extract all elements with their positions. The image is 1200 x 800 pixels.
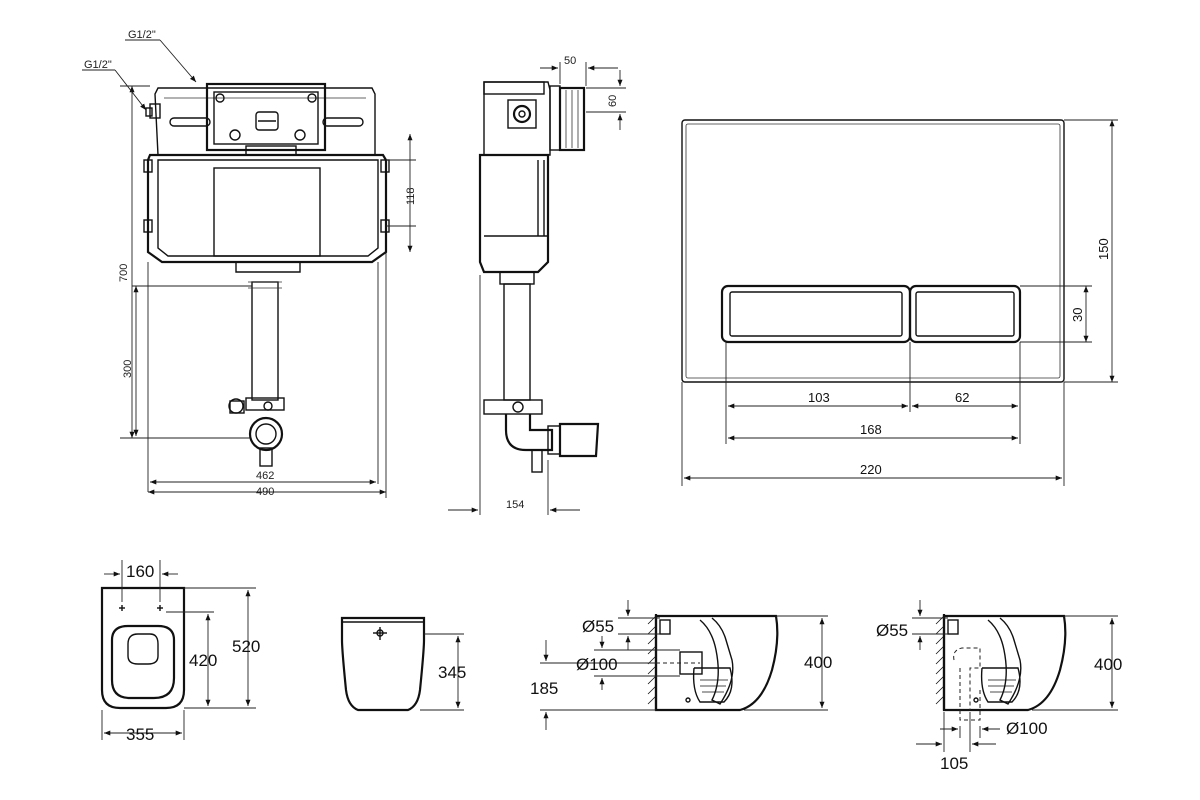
dim-a-outlet-dia: Ø100	[576, 655, 618, 674]
dim-outlet-height: 300	[122, 360, 134, 378]
dim-cistern-depth: 154	[506, 499, 524, 511]
dim-cistern-inner-width: 462	[256, 470, 274, 482]
dim-b-inlet-dia: Ø55	[876, 621, 908, 640]
cistern-front-view	[82, 39, 416, 498]
dim-toilet-length: 520	[232, 637, 260, 656]
dim-a-height: 400	[804, 653, 832, 672]
cistern-side-view	[448, 62, 626, 515]
dim-button-left: 103	[808, 390, 830, 405]
toilet-side-view-a	[540, 600, 828, 730]
dim-side-top-width: 50	[564, 55, 576, 67]
dim-side-top-height: 60	[607, 95, 619, 107]
dim-a-inlet-dia: Ø55	[582, 617, 614, 636]
flush-plate-view	[681, 119, 1118, 486]
dim-toilet-width: 355	[126, 725, 154, 744]
dim-button-height: 30	[1070, 308, 1085, 322]
dim-button-right: 62	[955, 390, 969, 405]
dim-holes-to-front: 420	[189, 651, 217, 670]
dim-plate-width: 220	[860, 462, 882, 477]
toilet-back-view	[340, 616, 464, 712]
dim-b-outlet-offset: 105	[940, 754, 968, 773]
dim-holes-spacing: 160	[126, 562, 154, 581]
dim-back-height: 345	[438, 663, 466, 682]
dim-buttons-width: 168	[860, 422, 882, 437]
label-g-left: G1/2"	[84, 59, 112, 71]
toilet-top-view	[100, 560, 256, 740]
label-g-top: G1/2"	[128, 29, 156, 41]
dim-a-outlet-height: 185	[530, 679, 558, 698]
dim-cistern-height: 700	[118, 264, 130, 282]
dim-b-height: 400	[1094, 655, 1122, 674]
dim-b-outlet-dia: Ø100	[1006, 719, 1048, 738]
dim-cistern-outer-width: 490	[256, 486, 274, 498]
toilet-side-view-b	[912, 600, 1118, 752]
dim-plate-height: 150	[1096, 238, 1111, 260]
dim-bracket-height: 118	[405, 187, 417, 205]
